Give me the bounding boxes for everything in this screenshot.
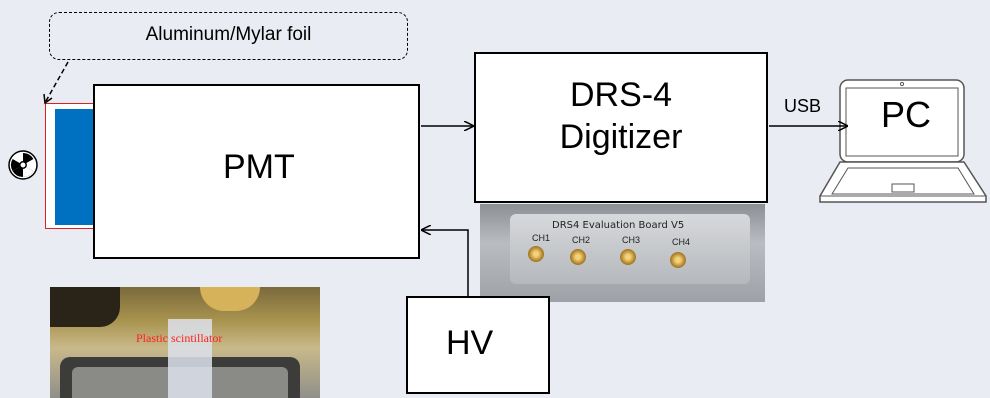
board-title: DRS4 Evaluation Board V5	[552, 220, 685, 231]
radiation-trefoil-icon	[8, 150, 38, 180]
scintillator-caption: Plastic scintillator	[136, 331, 223, 345]
usb-label: USB	[784, 96, 822, 116]
photo-scintillator-bar	[168, 319, 212, 398]
sma-connector-3	[620, 249, 636, 265]
pc-label: PC	[881, 94, 932, 135]
hv-box: HV	[406, 296, 550, 394]
board-ch1-label: CH1	[532, 233, 551, 243]
foil-pointer	[45, 61, 69, 102]
hv-to-pmt-arrow	[422, 230, 469, 296]
sma-connector-2	[570, 249, 586, 265]
board-ch3-label: CH3	[622, 235, 641, 245]
foil-pointer-head	[43, 93, 53, 105]
laptop-icon: PC	[818, 78, 988, 204]
pmt-label: PMT	[223, 148, 295, 186]
scintillator-block	[55, 109, 95, 225]
foil-callout: Aluminum/Mylar foil	[49, 12, 408, 60]
drs4-label-line1: DRS-4	[569, 76, 673, 114]
sma-connector-4	[670, 252, 686, 268]
scintillator-photo: Plastic scintillator	[50, 287, 320, 398]
drs4-digitizer-box: DRS-4 Digitizer	[474, 52, 768, 203]
foil-label: Aluminum/Mylar foil	[145, 24, 312, 45]
board-ch4-label: CH4	[672, 237, 691, 247]
board-ch2-label: CH2	[572, 235, 591, 245]
hv-label: HV	[446, 324, 494, 362]
pmt-box: PMT	[93, 84, 420, 259]
photo-dark-object	[50, 287, 120, 327]
drs4-board-photo: DRS4 Evaluation Board V5 CH1 CH2 CH3 CH4	[480, 204, 765, 302]
sma-connector-1	[528, 246, 544, 262]
drs4-label-line2: Digitizer	[559, 118, 683, 156]
